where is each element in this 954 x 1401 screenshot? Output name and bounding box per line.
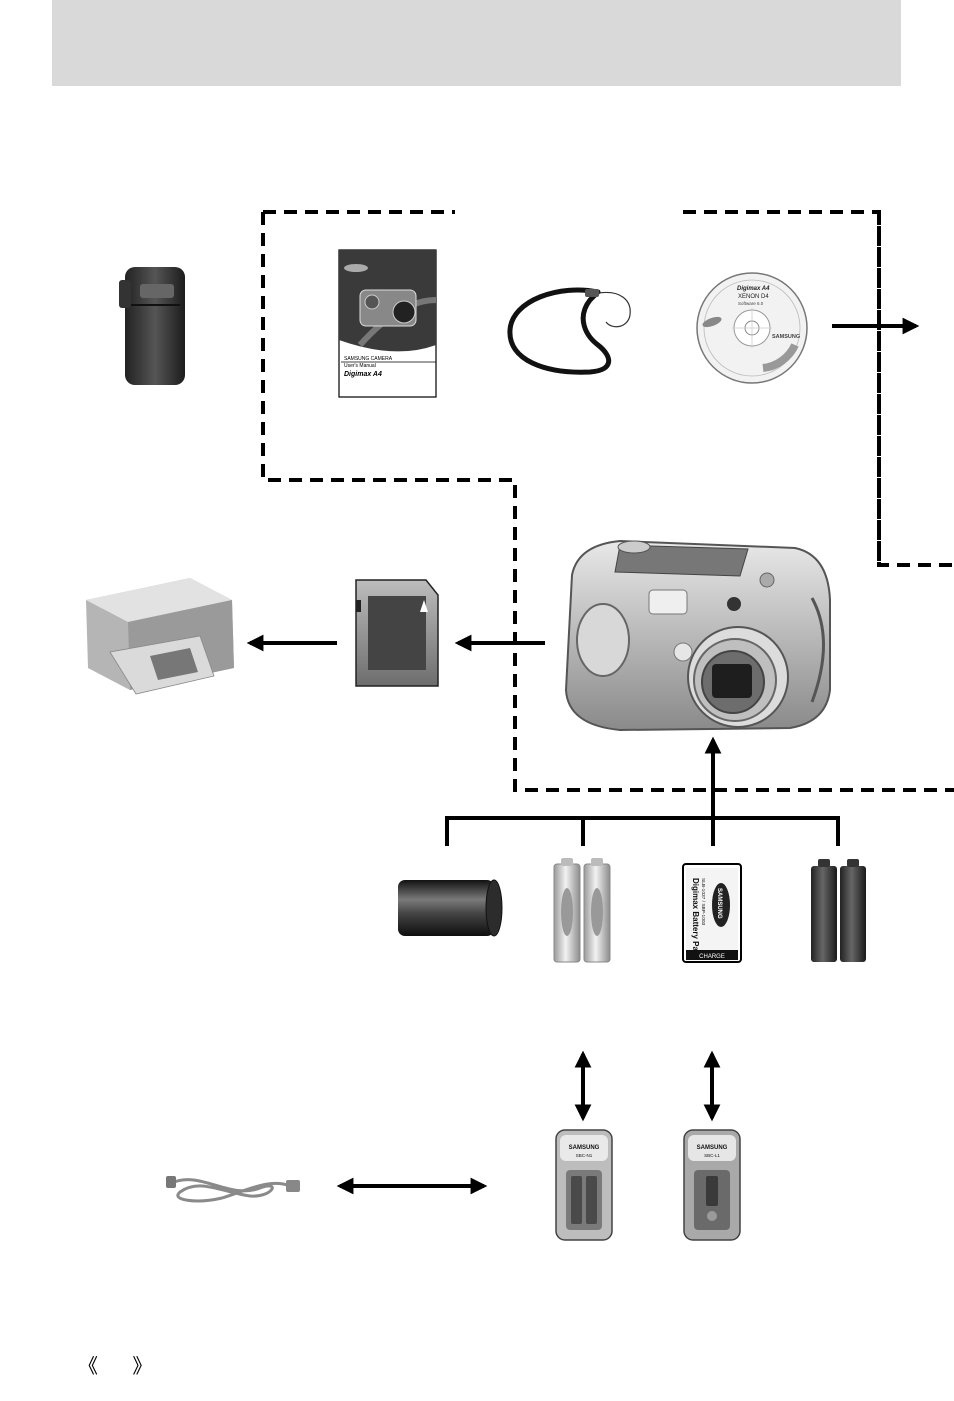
battery-pack-name: Digimax Battery Pack	[691, 878, 700, 960]
manual-series-text: SAMSUNG CAMERA	[344, 356, 393, 362]
manual-model-text: Digimax A4	[344, 371, 382, 378]
charger2-model: SBC-L1	[704, 1153, 720, 1158]
bundle-dashed-outline	[261, 210, 954, 792]
camera-image	[564, 539, 831, 732]
cd-model-text: Digimax A4	[737, 286, 770, 292]
cd-version-text: Software 6.0	[738, 301, 764, 306]
aa-battery-charger-image: SAMSUNG SBC-N1	[555, 1129, 613, 1241]
battery-pack-code: SLB-1037 / SBP-1003	[700, 878, 706, 926]
software-cd-image: Digimax A4 XENON D4 Software 6.0 SAMSUNG	[696, 272, 808, 384]
user-manual-image: SAMSUNG CAMERA User's Manual Digimax A4	[338, 249, 437, 398]
printer-image	[86, 578, 234, 695]
lithium-battery-image	[398, 879, 503, 937]
page-marker: 《 》	[78, 1354, 167, 1378]
wrist-strap-image	[507, 287, 631, 375]
battery-pack-charge-label: CHARGE	[699, 954, 725, 960]
battery-pack-image: Digimax Battery Pack SLB-1037 / SBP-1003…	[682, 863, 742, 963]
ac-cord-image	[166, 1176, 300, 1203]
aa-rechargeable-batteries-image	[553, 858, 611, 963]
sd-card-image	[355, 579, 439, 687]
aa-alkaline-batteries-image	[811, 859, 866, 962]
power-options-bracket	[445, 816, 840, 846]
cd-brand-text: SAMSUNG	[772, 334, 800, 340]
header-bar	[52, 0, 901, 86]
charger1-brand: SAMSUNG	[569, 1145, 600, 1151]
samsung-logo-icon	[712, 883, 730, 927]
cd-product-text: XENON D4	[738, 294, 769, 300]
camera-case-image	[119, 267, 185, 385]
charger2-brand: SAMSUNG	[697, 1145, 728, 1151]
samsung-logo-icon	[344, 264, 368, 272]
charger1-model: SBC-N1	[576, 1153, 593, 1158]
battery-pack-charger-image: SAMSUNG SBC-L1	[683, 1129, 741, 1241]
manual-title-text: User's Manual	[344, 363, 376, 369]
battery-pack-brand: SAMSUNG	[716, 888, 722, 919]
